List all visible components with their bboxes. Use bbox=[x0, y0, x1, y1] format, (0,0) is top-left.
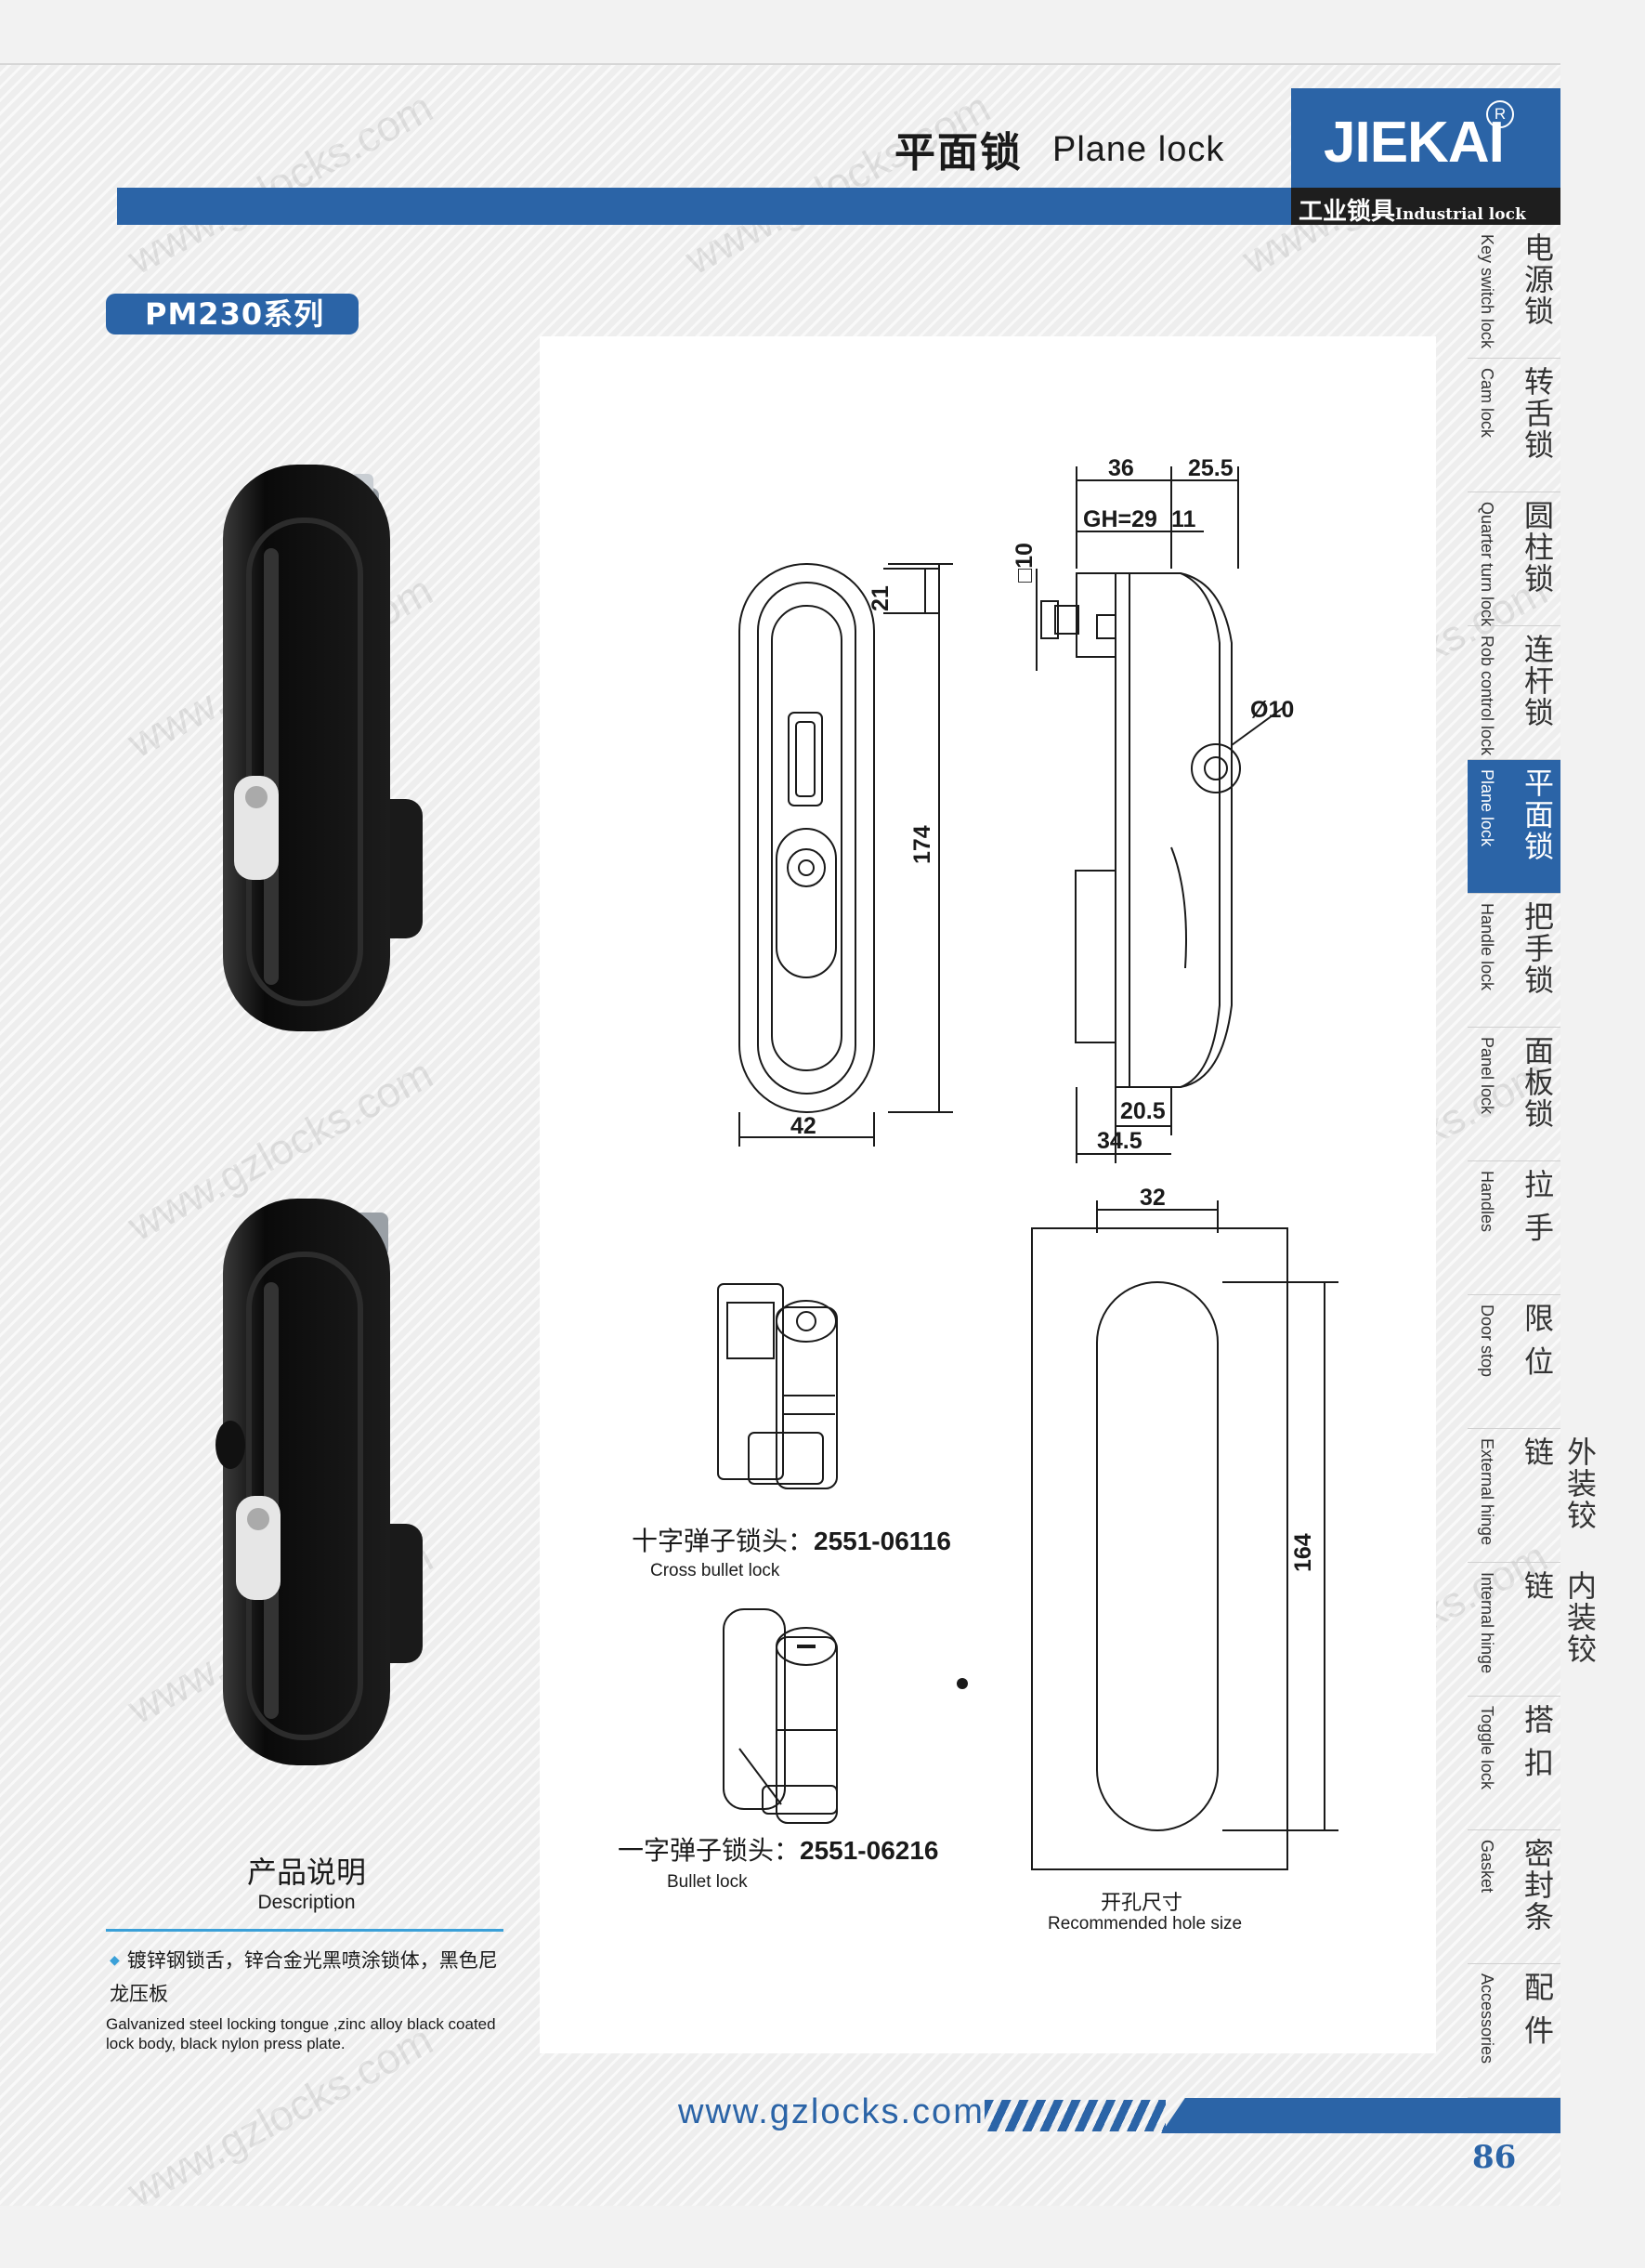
dim-20-5: 20.5 bbox=[1120, 1098, 1166, 1124]
dim-32: 32 bbox=[1140, 1185, 1166, 1211]
bullet-icon: ◆ bbox=[110, 1953, 120, 1968]
tab-panel-lock[interactable]: 面板锁 Panel lock bbox=[1468, 1028, 1560, 1161]
page-number: 86 bbox=[1472, 2139, 1517, 2176]
tab-toggle-lock[interactable]: 搭 扣 Toggle lock bbox=[1468, 1697, 1560, 1830]
logo-text: JIEKAI bbox=[1324, 111, 1505, 175]
tab-cam-lock[interactable]: 转舌锁 Cam lock bbox=[1468, 359, 1560, 492]
tab-label-cn: 内装铰链 bbox=[1520, 1570, 1598, 1665]
product-photo-2 bbox=[215, 1199, 423, 1765]
dim-174: 174 bbox=[909, 825, 935, 864]
tab-label-cn: 把手锁 bbox=[1520, 901, 1555, 996]
dim-11: 11 bbox=[1171, 506, 1196, 532]
registered-mark: R bbox=[1486, 100, 1514, 128]
tab-internal-hinge[interactable]: 内装铰链 Internal hinge bbox=[1468, 1563, 1598, 1697]
page-title-cn: 平面锁 bbox=[894, 129, 1023, 177]
cross-bullet-caption: 十字弹子锁头：2551-06116 bbox=[632, 1521, 951, 1558]
dot-mark bbox=[957, 1678, 968, 1689]
cross-bullet-code: 2551-06116 bbox=[814, 1527, 951, 1555]
tab-label-en: Handles bbox=[1478, 1171, 1496, 1233]
hole-cutout bbox=[1096, 1281, 1219, 1831]
tab-handle-lock[interactable]: 把手锁 Handle lock bbox=[1468, 894, 1560, 1028]
dim-phi10: Ø10 bbox=[1250, 697, 1294, 723]
brand-logo bbox=[1291, 88, 1560, 188]
tab-quarter-turn-lock[interactable]: 圆柱锁 Quarter turn lock bbox=[1468, 492, 1560, 626]
cross-bullet-lock-sketch bbox=[717, 1283, 838, 1489]
tab-label-en: External hinge bbox=[1478, 1438, 1496, 1546]
top-rule bbox=[0, 63, 1560, 65]
tab-gasket[interactable]: 密封条 Gasket bbox=[1468, 1830, 1560, 1964]
cross-bullet-en: Cross bullet lock bbox=[650, 1561, 780, 1580]
dim-gh: GH=29 bbox=[1083, 506, 1157, 532]
hole-size-cn: 开孔尺寸 bbox=[1101, 1892, 1183, 1915]
tab-label-en: Toggle lock bbox=[1478, 1706, 1496, 1790]
category-tabs: 电源锁 Key switch lock 转舌锁 Cam lock 圆柱锁 Quarte… bbox=[1468, 225, 1598, 2098]
footer-bar bbox=[1161, 2098, 1560, 2133]
tab-label-cn: 电源锁 bbox=[1520, 232, 1555, 327]
tab-label-cn: 平面锁 bbox=[1520, 767, 1555, 862]
tab-label-en: Panel lock bbox=[1478, 1037, 1496, 1115]
tab-label-cn: 拉 手 bbox=[1520, 1169, 1555, 1244]
dim-sq10: □10 bbox=[1012, 543, 1038, 583]
tab-label-cn: 面板锁 bbox=[1520, 1035, 1555, 1130]
description-title: 产品说明 bbox=[246, 1855, 366, 1890]
tab-label-en: Internal hinge bbox=[1478, 1572, 1496, 1674]
bullet-lock-sketch bbox=[723, 1608, 838, 1824]
tab-label-en: Key switch lock bbox=[1478, 234, 1496, 349]
footer-stripes bbox=[985, 2100, 1166, 2131]
tab-label-en: Handle lock bbox=[1478, 903, 1496, 991]
hole-frame bbox=[1031, 1227, 1288, 1870]
bullet-en: Bullet lock bbox=[667, 1872, 748, 1892]
front-outline bbox=[738, 563, 875, 1113]
tab-label-en: Rob control lock bbox=[1478, 636, 1496, 756]
technical-drawing: 21 174 42 36 25.5 GH=29 11 □10 Ø10 20.5 … bbox=[717, 455, 1338, 1870]
tab-label-en: Cam lock bbox=[1478, 368, 1496, 439]
logo-sub-en: Industrial lock bbox=[1395, 205, 1526, 224]
footer-url[interactable]: www.gzlocks.com bbox=[678, 2092, 985, 2131]
product-photo-1 bbox=[223, 465, 423, 1031]
cross-bullet-cn: 十字弹子锁头： bbox=[632, 1526, 815, 1556]
tab-label-en: Quarter turn lock bbox=[1478, 502, 1496, 627]
bullet-cn: 一字弹子锁头： bbox=[618, 1835, 801, 1866]
tab-label-en: Door stop bbox=[1478, 1304, 1496, 1378]
logo-subtitle: 工业锁具Industrial lock bbox=[1299, 192, 1526, 227]
tab-label-cn: 外装铰链 bbox=[1520, 1436, 1598, 1531]
tab-door-stop[interactable]: 限 位 Door stop bbox=[1468, 1295, 1560, 1429]
tab-label-cn: 圆柱锁 bbox=[1520, 500, 1555, 595]
description-body-en: Galvanized steel locking tongue ,zinc al… bbox=[106, 2015, 496, 2052]
dim-164: 164 bbox=[1290, 1533, 1316, 1572]
description-divider bbox=[106, 1929, 503, 1932]
tab-label-cn: 转舌锁 bbox=[1520, 366, 1555, 461]
tab-accessories[interactable]: 配 件 Accessories bbox=[1468, 1964, 1560, 2098]
tab-label-en: Gasket bbox=[1478, 1840, 1496, 1894]
dim-34-5: 34.5 bbox=[1097, 1128, 1142, 1154]
tab-key-switch-lock[interactable]: 电源锁 Key switch lock bbox=[1468, 225, 1560, 359]
tab-label-cn: 搭 扣 bbox=[1520, 1704, 1555, 1779]
logo-sub-cn: 工业锁具 bbox=[1299, 198, 1396, 226]
tab-handles[interactable]: 拉 手 Handles bbox=[1468, 1161, 1560, 1295]
description-cn-text: 镀锌钢锁舌，锌合金光黑喷涂锁体，黑色尼龙压板 bbox=[110, 1949, 498, 2005]
tab-label-cn: 限 位 bbox=[1520, 1303, 1555, 1378]
header-bar-dark bbox=[1291, 188, 1560, 225]
description-body-cn: ◆镀锌钢锁舌，锌合金光黑喷涂锁体，黑色尼龙压板 bbox=[110, 1944, 509, 2011]
dim-42: 42 bbox=[790, 1113, 816, 1139]
dim-25-5: 25.5 bbox=[1188, 455, 1234, 481]
dim-36: 36 bbox=[1108, 455, 1134, 481]
tab-label-cn: 配 件 bbox=[1520, 1972, 1555, 2047]
tab-label-en: Plane lock bbox=[1478, 769, 1496, 847]
bullet-caption: 一字弹子锁头：2551-06216 bbox=[618, 1830, 939, 1868]
description-subtitle: Description bbox=[257, 1892, 356, 1913]
tab-label-cn: 密封条 bbox=[1520, 1838, 1555, 1933]
tab-external-hinge[interactable]: 外装铰链 External hinge bbox=[1468, 1429, 1598, 1563]
dim-21: 21 bbox=[868, 585, 894, 611]
page-title-en: Plane lock bbox=[1052, 130, 1225, 169]
header-bar bbox=[117, 188, 1291, 225]
tab-rob-control-lock[interactable]: 连杆锁 Rob control lock bbox=[1468, 626, 1560, 760]
bullet-code: 2551-06216 bbox=[800, 1836, 939, 1865]
tab-label-en: Accessories bbox=[1478, 1973, 1496, 2065]
tab-label-cn: 连杆锁 bbox=[1520, 634, 1555, 728]
side-outline bbox=[1115, 572, 1233, 1088]
hole-size-en: Recommended hole size bbox=[1048, 1914, 1243, 1934]
series-tag: PM230系列 bbox=[106, 294, 359, 334]
tab-plane-lock[interactable]: 平面锁 Plane lock bbox=[1468, 760, 1560, 894]
